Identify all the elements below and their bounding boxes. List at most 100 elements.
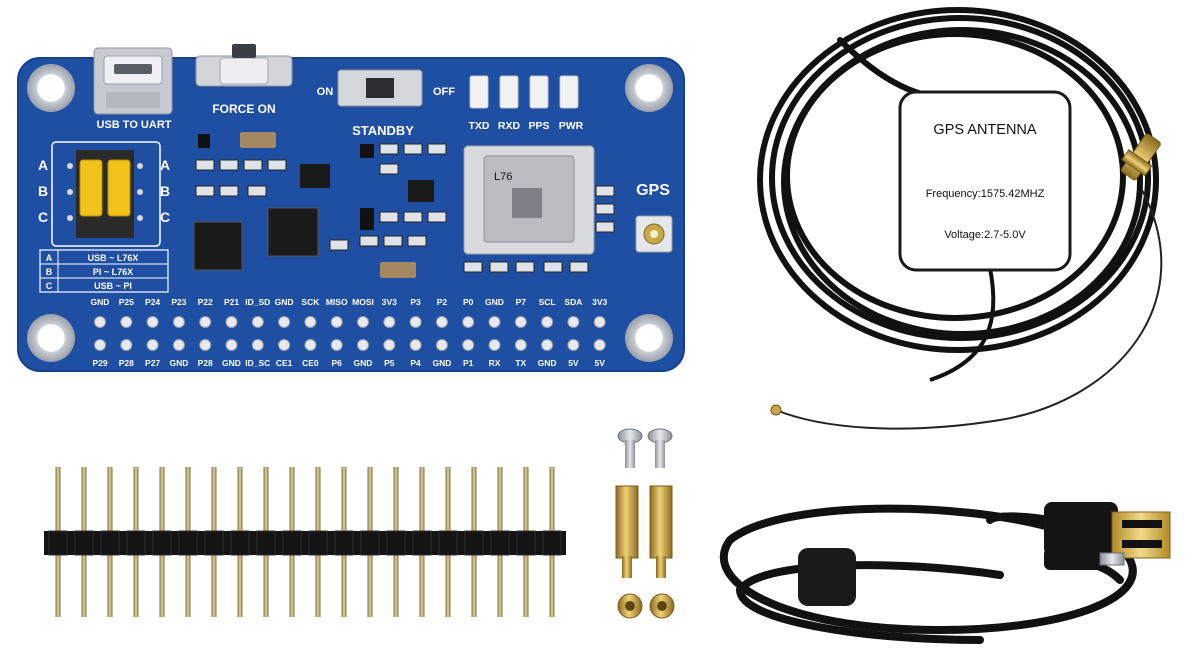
switch-off-label: OFF: [433, 86, 455, 98]
usb-a-plug: [1044, 502, 1171, 559]
gpio-pad: [357, 339, 369, 351]
header-cell: [308, 530, 328, 556]
bottom-pin-label: CE0: [302, 358, 319, 368]
mode-key-a: A: [46, 253, 53, 263]
pcb: [17, 57, 685, 372]
antenna-puck: [898, 90, 1072, 272]
jumper-label-c-left: C: [38, 209, 48, 225]
header-cell: [282, 530, 302, 556]
gpio-pad: [278, 316, 291, 328]
top-pin-label: ID_SD: [245, 297, 270, 307]
gpio-pad: [567, 339, 580, 351]
gpio-pad: [541, 339, 554, 351]
gpio-pad: [94, 316, 106, 328]
gps-module-model: L76: [494, 171, 512, 183]
gpio-pad: [225, 316, 238, 328]
standoff-kit: [615, 428, 675, 619]
header-cell: [464, 530, 484, 556]
mounting-hole: [27, 64, 75, 112]
bottom-pin-label: GND: [538, 358, 557, 368]
gps-hat-board: USB TO UART FORCE ON ON OFF STANDBY TXD …: [17, 44, 685, 372]
bottom-pin-label: TX: [515, 358, 526, 368]
bottom-pin-label: RX: [489, 358, 501, 368]
header-cell: [100, 530, 120, 556]
gpio-pad: [199, 316, 212, 328]
standby-label: STANDBY: [352, 123, 414, 138]
bottom-pin-label: ID_SC: [245, 358, 270, 368]
header-cell: [542, 530, 562, 556]
gpio-pad: [462, 316, 475, 328]
gps-label: GPS: [636, 182, 670, 199]
gpio-pad: [251, 316, 264, 328]
header-cell: [152, 530, 172, 556]
top-pin-label: 3V3: [382, 297, 397, 307]
gpio-pad: [94, 339, 106, 351]
top-pin-label: 3V3: [592, 297, 607, 307]
gpio-pad: [357, 316, 369, 328]
header-cell: [230, 530, 250, 556]
gpio-pad: [514, 339, 527, 351]
mounting-hole: [625, 64, 673, 112]
gpio-pad: [304, 316, 317, 328]
top-pin-label: P24: [145, 297, 160, 307]
gpio-pad: [593, 316, 606, 328]
standby-switch: [337, 69, 423, 107]
status-leds: [469, 75, 579, 109]
gpio-pad: [409, 316, 422, 328]
bottom-pin-label: P1: [463, 358, 474, 368]
gpio-pad: [225, 339, 238, 351]
bottom-pin-label: P28: [198, 358, 213, 368]
header-cell: [48, 530, 68, 556]
hex-nut: [649, 593, 675, 619]
brass-standoff: [615, 485, 639, 578]
top-pin-label: GND: [275, 297, 294, 307]
gpio-pad: [541, 316, 554, 328]
bottom-pin-label: GND: [354, 358, 373, 368]
top-pin-label: P7: [516, 297, 527, 307]
gpio-pad: [409, 339, 422, 351]
pigtail-cable: [775, 189, 1163, 430]
gpio-pad: [462, 339, 475, 351]
force-on-label: FORCE ON: [212, 102, 275, 116]
antenna-frequency: Frequency:1575.42MHZ: [926, 188, 1045, 200]
header-cell: [516, 530, 536, 556]
mode-table: [39, 249, 169, 293]
ferrite-bead: [798, 548, 856, 606]
top-pin-label: SCK: [301, 297, 320, 307]
gpio-pad: [120, 316, 133, 328]
jumper-label-b-right: B: [160, 183, 170, 199]
micro-usb-connector: [93, 47, 173, 115]
gpio-pad: [435, 339, 448, 351]
gpio-pad: [251, 339, 264, 351]
bottom-pin-label: 5V: [568, 358, 579, 368]
bottom-pin-label: GND: [432, 358, 451, 368]
top-pin-label: SDA: [564, 297, 582, 307]
header-cell: [178, 530, 198, 556]
top-pin-label: P0: [463, 297, 474, 307]
gpio-pad: [488, 316, 501, 328]
puck-lead: [929, 267, 996, 382]
mode-value-c: USB ~ PI: [94, 281, 132, 291]
usb-cable: [720, 502, 1171, 644]
gpio-pad: [199, 339, 212, 351]
top-pin-label: P23: [171, 297, 186, 307]
micro-usb-plug: [1044, 548, 1125, 570]
top-pin-label: MOSI: [352, 297, 374, 307]
gpio-pad: [330, 339, 343, 351]
header-cell: [256, 530, 276, 556]
gpio-pad: [514, 316, 527, 328]
bottom-pin-label: P4: [410, 358, 421, 368]
header-cell: [74, 530, 94, 556]
screw: [647, 428, 673, 468]
gpio-pad: [172, 316, 185, 328]
jumper-label-c-right: C: [160, 209, 170, 225]
bottom-pin-label: P28: [119, 358, 134, 368]
gpio-pad: [383, 316, 396, 328]
antenna-voltage: Voltage:2.7-5.0V: [944, 229, 1026, 241]
jumper-label-a-right: A: [160, 157, 170, 173]
gpio-pad: [330, 316, 343, 328]
led-label-pwr: PWR: [559, 120, 584, 132]
mounting-hole: [27, 314, 75, 362]
